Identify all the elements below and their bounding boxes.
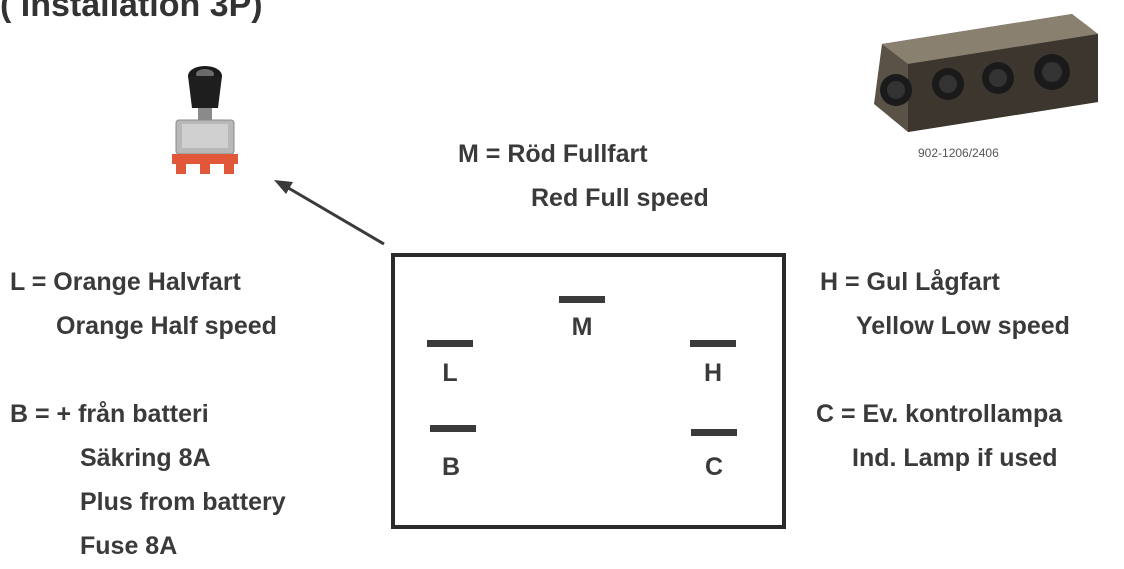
heater-caption: 902-1206/2406: [918, 146, 999, 160]
pin-b: [430, 425, 476, 432]
pin-c: [691, 429, 737, 436]
terminal-l-english: Orange Half speed: [56, 312, 277, 340]
terminal-h-swedish: H = Gul Lågfart: [820, 268, 1000, 296]
terminal-b-fuse-swedish: Säkring 8A: [80, 444, 211, 472]
heater-control-panel-image: [874, 14, 1098, 132]
pin-m: [559, 296, 605, 303]
terminal-b-english: Plus from battery: [80, 488, 286, 516]
terminal-b-swedish: B = + från batteri: [10, 400, 209, 428]
terminal-b-fuse-english: Fuse 8A: [80, 532, 178, 560]
connector-diagram: M L H B C: [391, 253, 786, 529]
terminal-h-english: Yellow Low speed: [856, 312, 1070, 340]
rotary-switch-image: [172, 66, 238, 174]
pin-h: [690, 340, 736, 347]
pin-h-label: H: [703, 359, 723, 387]
pin-c-label: C: [704, 453, 724, 481]
terminal-c-swedish: C = Ev. kontrollampa: [816, 400, 1063, 428]
terminal-m-swedish: M = Röd Fullfart: [458, 140, 648, 168]
terminal-m-english: Red Full speed: [531, 184, 709, 212]
terminal-c-english: Ind. Lamp if used: [852, 444, 1058, 472]
pin-b-label: B: [441, 453, 461, 481]
terminal-l-swedish: L = Orange Halvfart: [10, 268, 241, 296]
pin-l-label: L: [442, 359, 458, 387]
page-title: ( Installation 3P): [0, 0, 263, 24]
pin-m-label: M: [571, 313, 593, 341]
pin-l: [427, 340, 473, 347]
